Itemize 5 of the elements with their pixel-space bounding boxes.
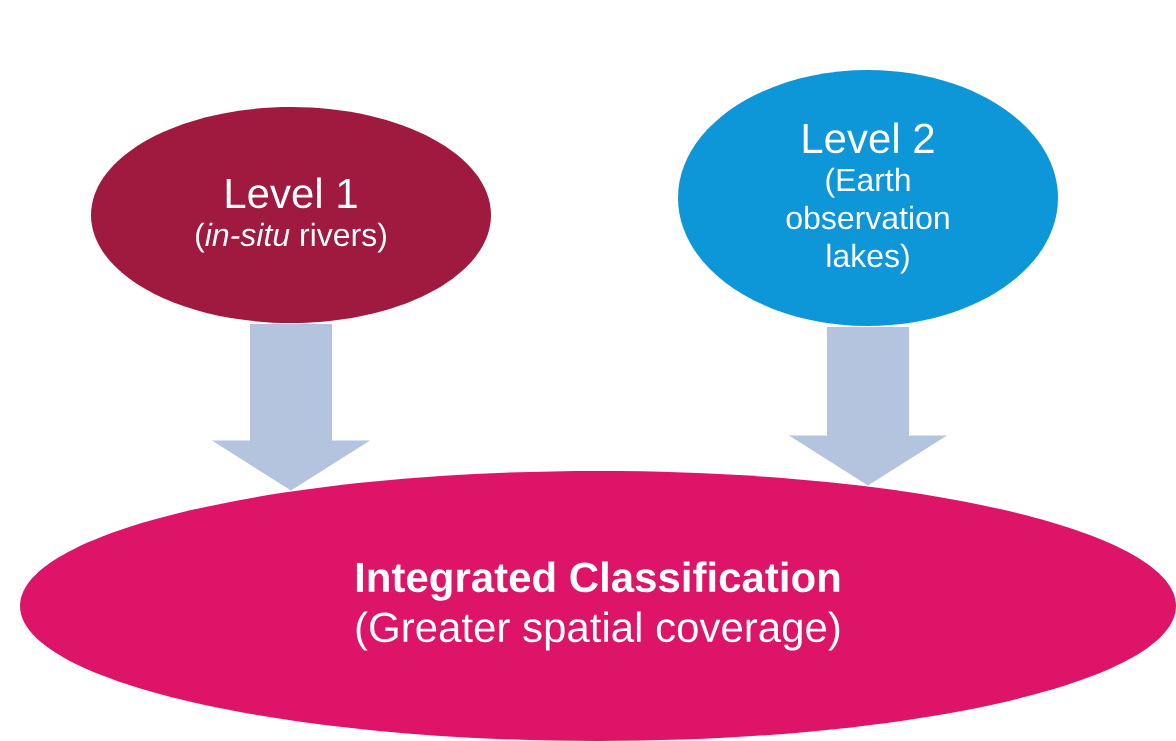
ellipse-node: Level 1 (in-situ rivers): [91, 107, 491, 323]
block-arrow: [212, 324, 370, 491]
ellipse-node: Integrated Classification (Greater spatial coverage): [20, 471, 1176, 741]
block-arrow: [789, 327, 947, 486]
ellipse-node: Level 2 (Earth observation lakes): [678, 70, 1058, 326]
